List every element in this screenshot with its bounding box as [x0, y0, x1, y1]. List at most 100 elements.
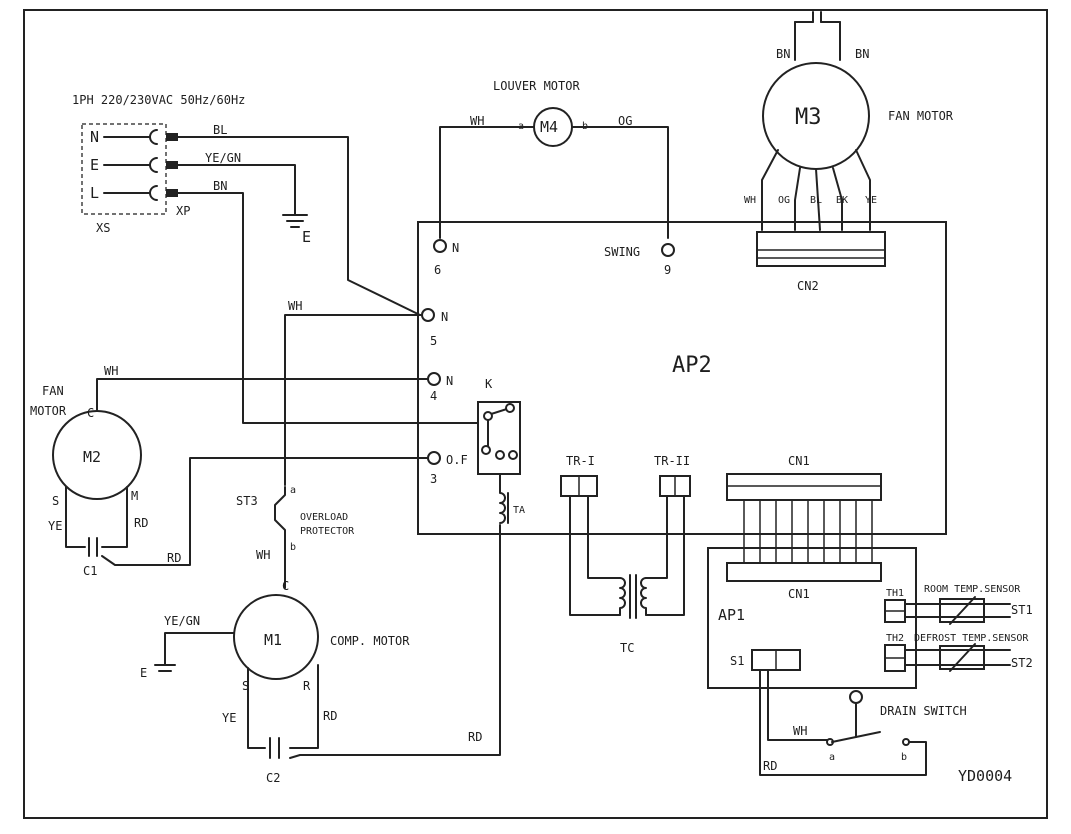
louver-motor-id: M4 — [540, 118, 558, 136]
wire-label-rd-drain: RD — [763, 759, 777, 773]
supply-earth-label: E — [302, 228, 311, 246]
supply-terminal-e: E — [90, 156, 99, 174]
capacitor-c1: C1 — [83, 564, 97, 578]
wire-label-og-louver: OG — [618, 114, 632, 128]
wire-label-rd-fan: RD — [134, 516, 148, 530]
comp-motor-id: M1 — [264, 631, 282, 649]
fan-wire-ye: YE — [865, 195, 877, 206]
wire-label-yegn-supply: YE/GN — [205, 151, 241, 165]
drain-switch: DRAIN SWITCH WH a b RD — [759, 669, 967, 776]
overload-b: b — [290, 542, 296, 553]
fan-wire-bk: BK — [836, 195, 848, 206]
ap2-swing-name: SWING — [604, 245, 640, 259]
cn2-connector — [756, 231, 886, 267]
louver-motor: LOUVER MOTOR M4 a b WH OG — [439, 79, 669, 239]
compressor-motor: M1 C COMP. MOTOR YE/GN E S R YE RD C2 RD — [140, 524, 501, 785]
comp-motor-title: COMP. MOTOR — [330, 634, 410, 648]
cn1-ribbon — [743, 500, 873, 563]
fan-motor-top: M3 FAN MOTOR BN BN WH OG BL BK YE CN2 — [744, 11, 954, 293]
ap1-cn1-label: CN1 — [788, 587, 810, 601]
relay-k-label: K — [485, 377, 493, 391]
st1-label: ST1 — [1011, 603, 1033, 617]
th1-label: TH1 — [886, 588, 904, 599]
tr1-label: TR-I — [566, 454, 595, 468]
comp-motor-m1 — [233, 594, 319, 680]
drain-switch-title: DRAIN SWITCH — [880, 704, 967, 718]
ap2-terminal-3-name: O.F — [446, 453, 468, 467]
supply-terminal-n: N — [90, 128, 99, 146]
s1-label: S1 — [730, 654, 744, 668]
overload-a: a — [290, 485, 296, 496]
drain-switch-b: b — [901, 752, 907, 763]
fan-wire-og: OG — [778, 195, 790, 206]
fan-motor-left: FAN MOTOR M2 C S M WH YE RD C1 RD — [30, 364, 429, 578]
defrost-sensor-label: DEFROST TEMP.SENSOR — [914, 633, 1029, 644]
overload-line1: OVERLOAD — [300, 512, 348, 523]
fan-motor-left-c: C — [87, 406, 94, 420]
diagram-frame — [23, 9, 1048, 819]
wire-label-wh-overload: WH — [256, 548, 270, 562]
wire-label-rd-comp: RD — [323, 709, 337, 723]
transformer-label: TC — [620, 641, 634, 655]
ap2-terminal-4-num: 4 — [430, 389, 437, 403]
fan-motor-left-id: M2 — [83, 448, 101, 466]
xp-label: XP — [176, 204, 190, 218]
cn2-label: CN2 — [797, 279, 819, 293]
wire-label-wh-drain: WH — [793, 724, 807, 738]
ap1-cn1-connector — [726, 562, 882, 582]
st2-label: ST2 — [1011, 656, 1033, 670]
supply-terminal-l: L — [90, 184, 99, 202]
capacitor-c2: C2 — [266, 771, 280, 785]
th2-label: TH2 — [886, 633, 904, 644]
ap2-terminal-6 — [433, 239, 447, 253]
wire-label-yegn-comp: YE/GN — [164, 614, 200, 628]
wire-label-ye-fan: YE — [48, 519, 62, 533]
ap2-terminal-3-num: 3 — [430, 472, 437, 486]
wire-label-bl: BL — [213, 123, 227, 137]
wire-label-wh-fan: WH — [104, 364, 118, 378]
ap2-swing-num: 9 — [664, 263, 671, 277]
fan-wire-wh: WH — [744, 195, 756, 206]
ap1-board: CN1 AP1 S1 TH1 ROOM TEMP.SENSOR ST1 TH2 … — [707, 547, 1033, 689]
ap2-board: AP2 N 6 N 5 N 4 O.F 3 SWING 9 K TA — [417, 221, 947, 535]
ap2-terminal-5-num: 5 — [430, 334, 437, 348]
ap2-cn1-label: CN1 — [788, 454, 810, 468]
wire-label-ye-comp: YE — [222, 711, 236, 725]
wire-label-rd-c1: RD — [167, 551, 181, 565]
fan-motor-left-m: M — [131, 489, 138, 503]
ap2-terminal-3 — [427, 451, 441, 465]
wire-label-bn-top-2: BN — [855, 47, 869, 61]
wire-label-bn-top-1: BN — [776, 47, 790, 61]
fan-motor-left-title-1: FAN — [42, 384, 64, 398]
supply-spec: 1PH 220/230VAC 50Hz/60Hz — [72, 93, 245, 107]
ap2-terminal-4-name: N — [446, 374, 453, 388]
fan-motor-top-title: FAN MOTOR — [888, 109, 954, 123]
ap2-terminal-6-num: 6 — [434, 263, 441, 277]
fan-motor-left-title-2: MOTOR — [30, 404, 67, 418]
comp-motor-r: R — [303, 679, 311, 693]
wire-label-wh-louver: WH — [470, 114, 484, 128]
xs-label: XS — [96, 221, 110, 235]
ap2-terminal-5 — [421, 308, 435, 322]
ap2-terminal-6-name: N — [452, 241, 459, 255]
wire-label-bn-supply: BN — [213, 179, 227, 193]
ap2-label: AP2 — [672, 353, 712, 378]
power-supply: 1PH 220/230VAC 50Hz/60Hz N E L XS XP YE/… — [72, 93, 311, 246]
overload-id: ST3 — [236, 494, 258, 508]
room-sensor-label: ROOM TEMP.SENSOR — [924, 584, 1021, 595]
wire-label-rd-k: RD — [468, 730, 482, 744]
ap2-terminal-5-name: N — [441, 310, 448, 324]
transformer-tc: TC — [569, 495, 685, 655]
comp-earth-label: E — [140, 666, 147, 680]
wire-label-wh-top: WH — [288, 299, 302, 313]
ap2-terminal-9 — [661, 243, 675, 257]
fan-motor-top-id: M3 — [795, 105, 822, 130]
overload-line2: PROTECTOR — [300, 526, 355, 537]
ap1-label: AP1 — [718, 606, 745, 624]
comp-motor-c: C — [282, 579, 289, 593]
ap2-terminal-4 — [427, 372, 441, 386]
tr2-label: TR-II — [654, 454, 690, 468]
fan-wire-bl: BL — [810, 195, 822, 206]
document-code: YD0004 — [958, 767, 1012, 785]
